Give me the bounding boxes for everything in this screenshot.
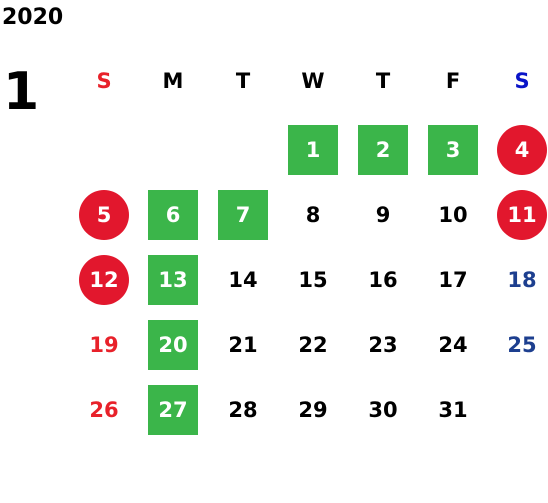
- day-cell-21[interactable]: 21: [228, 333, 258, 357]
- day-cell-15[interactable]: 15: [298, 268, 328, 292]
- day-cell-3[interactable]: 3: [428, 125, 478, 175]
- weekday-friday: F: [445, 69, 461, 93]
- day-cell-31[interactable]: 31: [438, 398, 468, 422]
- day-cell-29[interactable]: 29: [298, 398, 328, 422]
- weekday-tuesday: T: [235, 69, 251, 93]
- weekday-wednesday: W: [301, 69, 325, 93]
- day-cell-4[interactable]: 4: [497, 125, 547, 175]
- day-cell-10[interactable]: 10: [438, 203, 468, 227]
- weekday-thursday: T: [375, 69, 391, 93]
- day-cell-6[interactable]: 6: [148, 190, 198, 240]
- day-cell-1[interactable]: 1: [288, 125, 338, 175]
- day-cell-26[interactable]: 26: [89, 398, 119, 422]
- day-cell-25[interactable]: 25: [507, 333, 537, 357]
- day-cell-9[interactable]: 9: [375, 203, 391, 227]
- day-cell-30[interactable]: 30: [368, 398, 398, 422]
- day-cell-8[interactable]: 8: [305, 203, 321, 227]
- year-label: 2020: [2, 5, 64, 30]
- day-cell-17[interactable]: 17: [438, 268, 468, 292]
- day-cell-20[interactable]: 20: [148, 320, 198, 370]
- day-cell-22[interactable]: 22: [298, 333, 328, 357]
- month-number: 1: [3, 62, 40, 122]
- day-cell-19[interactable]: 19: [89, 333, 119, 357]
- day-cell-2[interactable]: 2: [358, 125, 408, 175]
- day-cell-5[interactable]: 5: [79, 190, 129, 240]
- day-cell-14[interactable]: 14: [228, 268, 258, 292]
- day-cell-16[interactable]: 16: [368, 268, 398, 292]
- weekday-sunday: S: [96, 69, 112, 93]
- day-cell-28[interactable]: 28: [228, 398, 258, 422]
- day-cell-13[interactable]: 13: [148, 255, 198, 305]
- day-cell-12[interactable]: 12: [79, 255, 129, 305]
- day-cell-27[interactable]: 27: [148, 385, 198, 435]
- day-cell-23[interactable]: 23: [368, 333, 398, 357]
- day-cell-18[interactable]: 18: [507, 268, 537, 292]
- day-cell-11[interactable]: 11: [497, 190, 547, 240]
- day-cell-24[interactable]: 24: [438, 333, 468, 357]
- weekday-saturday: S: [514, 69, 530, 93]
- weekday-monday: M: [162, 69, 184, 93]
- day-cell-7[interactable]: 7: [218, 190, 268, 240]
